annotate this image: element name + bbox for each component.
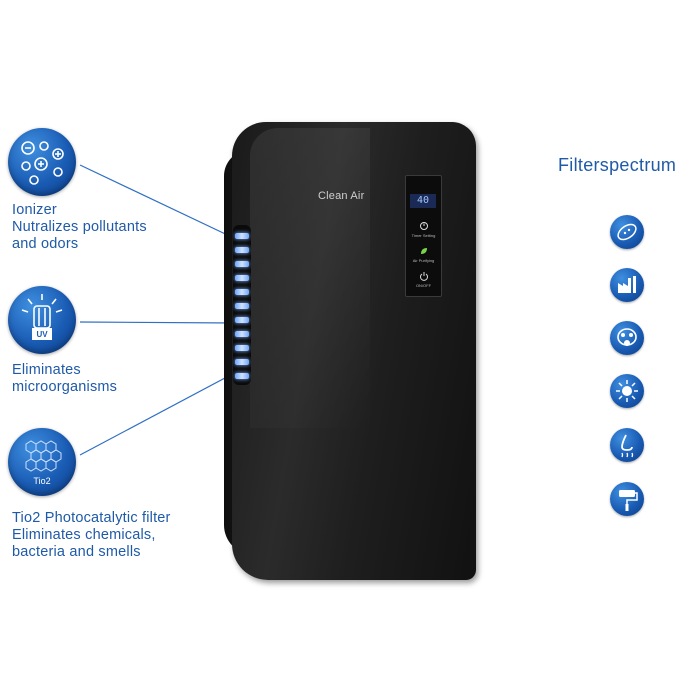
tio2-filter-icon: Tio2 (8, 428, 76, 496)
factory-icon (610, 268, 644, 302)
ionizer-description: Ionizer Nutralizes pollutants and odors (12, 202, 147, 252)
tio2-description: Tio2 Photocatalytic filter Eliminates ch… (12, 510, 171, 560)
control-panel: 40 Timer Setting Air Purifying ON/OFF (405, 175, 442, 297)
uv-description: Eliminates microorganisms (12, 362, 118, 395)
nose-smell-icon (610, 428, 644, 462)
device-gloss (250, 128, 370, 428)
gas-mask-icon (610, 321, 644, 355)
filterspectrum-title: Filterspectrum (558, 155, 677, 175)
paint-roller-icon (610, 482, 644, 516)
ionizer-icon (8, 128, 76, 196)
svg-text:Tio2: Tio2 (33, 476, 50, 486)
virus-icon (610, 374, 644, 408)
air-purifying-label: Air Purifying (412, 258, 435, 263)
leaf-icon (421, 248, 427, 254)
device-brand-logo: Clean Air (318, 190, 365, 202)
uv-lamp-icon: UV (8, 286, 76, 354)
power-label: ON/OFF (415, 283, 432, 288)
device-vent (233, 225, 251, 385)
power-icon (420, 272, 428, 281)
display-readout: 40 (410, 194, 436, 208)
ionizer-title: Ionizer (12, 202, 57, 218)
timer-icon (420, 222, 428, 230)
timer-label: Timer Setting (411, 233, 436, 238)
svg-text:UV: UV (36, 330, 48, 339)
bacteria-icon (610, 215, 644, 249)
